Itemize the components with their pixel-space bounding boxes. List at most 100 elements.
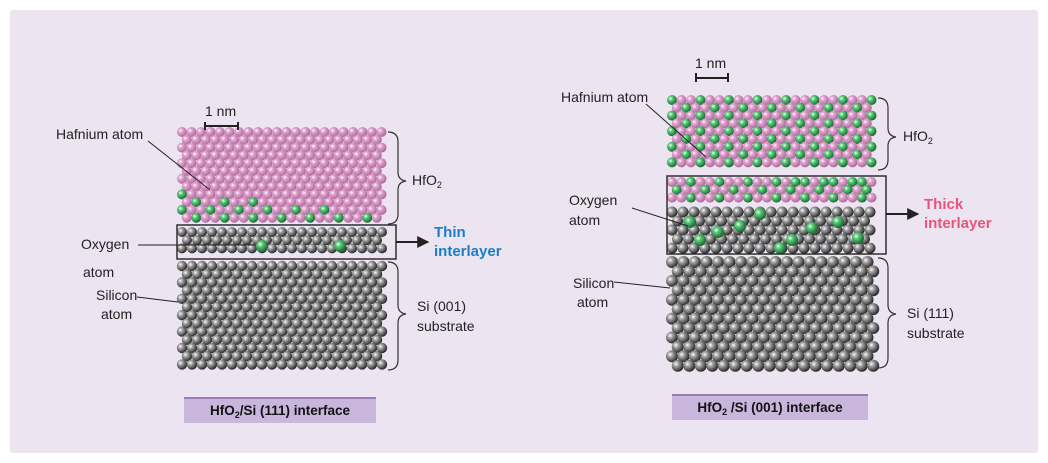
- hafnium-atom: [790, 110, 801, 121]
- silicon-atom: [357, 227, 367, 237]
- oxygen-atom: [248, 212, 259, 223]
- silicon-atom: [798, 206, 810, 218]
- silicon-atom: [809, 242, 821, 254]
- silicon-atom: [301, 285, 313, 296]
- hafnium-atom: [700, 118, 711, 129]
- silicon-atom: [267, 243, 277, 254]
- hafnium-atom: [376, 127, 387, 137]
- silicon-atom: [226, 310, 238, 321]
- hafnium-atom: [371, 181, 382, 192]
- oxygen-atom: [838, 110, 848, 121]
- hafnium-atom: [367, 158, 377, 169]
- hafnium-atom: [709, 184, 720, 195]
- hafnium-atom: [295, 197, 306, 208]
- silicon-atom: [775, 322, 788, 335]
- silicon-atom: [666, 206, 678, 218]
- silicon-atom: [820, 206, 832, 218]
- hafnium-atom: [828, 95, 839, 105]
- oxygen-atom: [785, 184, 796, 195]
- right-hafnium-leader: [645, 103, 707, 158]
- silicon-atom: [231, 301, 243, 313]
- silicon-atom: [311, 285, 323, 296]
- silicon-atom: [683, 303, 696, 316]
- silicon-atom: [201, 351, 213, 362]
- hafnium-atom: [276, 165, 287, 176]
- silicon-atom: [261, 351, 273, 362]
- silicon-atom: [855, 284, 868, 297]
- silicon-atom: [732, 206, 744, 218]
- silicon-atom: [251, 334, 263, 345]
- silicon-atom: [867, 322, 880, 335]
- silicon-atom: [763, 265, 776, 278]
- silicon-atom: [850, 312, 862, 325]
- oxygen-atom: [712, 226, 724, 238]
- hafnium-atom: [229, 134, 240, 145]
- silicon-atom: [850, 293, 862, 306]
- hafnium-atom: [790, 126, 801, 137]
- silicon-atom: [186, 359, 198, 370]
- silicon-atom: [721, 242, 733, 254]
- hafnium-atom: [352, 165, 363, 176]
- silicon-atom: [336, 359, 348, 370]
- silicon-atom: [206, 277, 218, 288]
- silicon-atom: [232, 235, 242, 246]
- hafnium-atom: [700, 133, 711, 144]
- silicon-atom: [804, 350, 816, 363]
- silicon-atom: [346, 293, 358, 304]
- silicon-atom: [326, 310, 338, 321]
- silicon-atom: [671, 322, 684, 335]
- silicon-atom: [176, 326, 188, 337]
- silicon-atom: [206, 260, 218, 272]
- hafnium-atom: [362, 134, 373, 145]
- silicon-atom: [257, 227, 267, 237]
- silicon-atom: [855, 265, 868, 278]
- silicon-atom: [251, 269, 263, 280]
- hafnium-atom: [686, 95, 696, 105]
- silicon-atom: [786, 303, 799, 316]
- silicon-atom: [286, 326, 298, 337]
- hafnium-atom: [329, 173, 339, 184]
- hafnium-atom: [857, 110, 867, 121]
- hafnium-atom: [319, 142, 330, 153]
- silicon-atom: [321, 334, 333, 345]
- hafnium-atom: [205, 142, 216, 153]
- hafnium-atom: [771, 110, 782, 121]
- hafnium-atom: [728, 102, 739, 113]
- hafnium-atom: [690, 184, 701, 195]
- hafnium-atom: [719, 102, 730, 113]
- silicon-atom: [276, 359, 288, 370]
- silicon-atom: [850, 256, 862, 268]
- oxygen-atom: [781, 141, 791, 152]
- oxygen-atom: [724, 126, 734, 137]
- hafnium-atom: [362, 181, 373, 192]
- silicon-atom: [276, 277, 288, 288]
- silicon-atom: [206, 342, 218, 354]
- silicon-atom: [721, 224, 733, 236]
- silicon-atom: [221, 318, 233, 329]
- hafnium-atom: [671, 133, 682, 144]
- silicon-atom: [688, 242, 700, 254]
- silicon-atom: [786, 359, 799, 372]
- hafnium-atom: [300, 127, 311, 137]
- silicon-atom: [740, 265, 753, 278]
- oxygen-atom: [828, 177, 839, 187]
- silicon-atom: [804, 331, 816, 344]
- hafnium-atom: [804, 102, 815, 113]
- hafnium-atom: [243, 127, 254, 137]
- oxygen-atom: [766, 149, 777, 160]
- left-substrate-label-line1: Si (001): [417, 298, 467, 314]
- hafnium-atom: [842, 118, 853, 129]
- silicon-atom: [769, 350, 782, 363]
- silicon-atom: [186, 277, 198, 288]
- right-substrate-label-line1: Si (111): [907, 305, 954, 321]
- oxygen-atom: [752, 141, 763, 152]
- silicon-atom: [815, 312, 828, 325]
- silicon-atom: [705, 233, 716, 245]
- silicon-atom: [677, 331, 690, 344]
- silicon-atom: [809, 303, 822, 316]
- hafnium-atom: [243, 158, 254, 169]
- hafnium-atom: [762, 157, 772, 168]
- silicon-atom: [286, 260, 298, 272]
- hafnium-atom: [714, 141, 725, 152]
- oxygen-atom: [832, 216, 844, 228]
